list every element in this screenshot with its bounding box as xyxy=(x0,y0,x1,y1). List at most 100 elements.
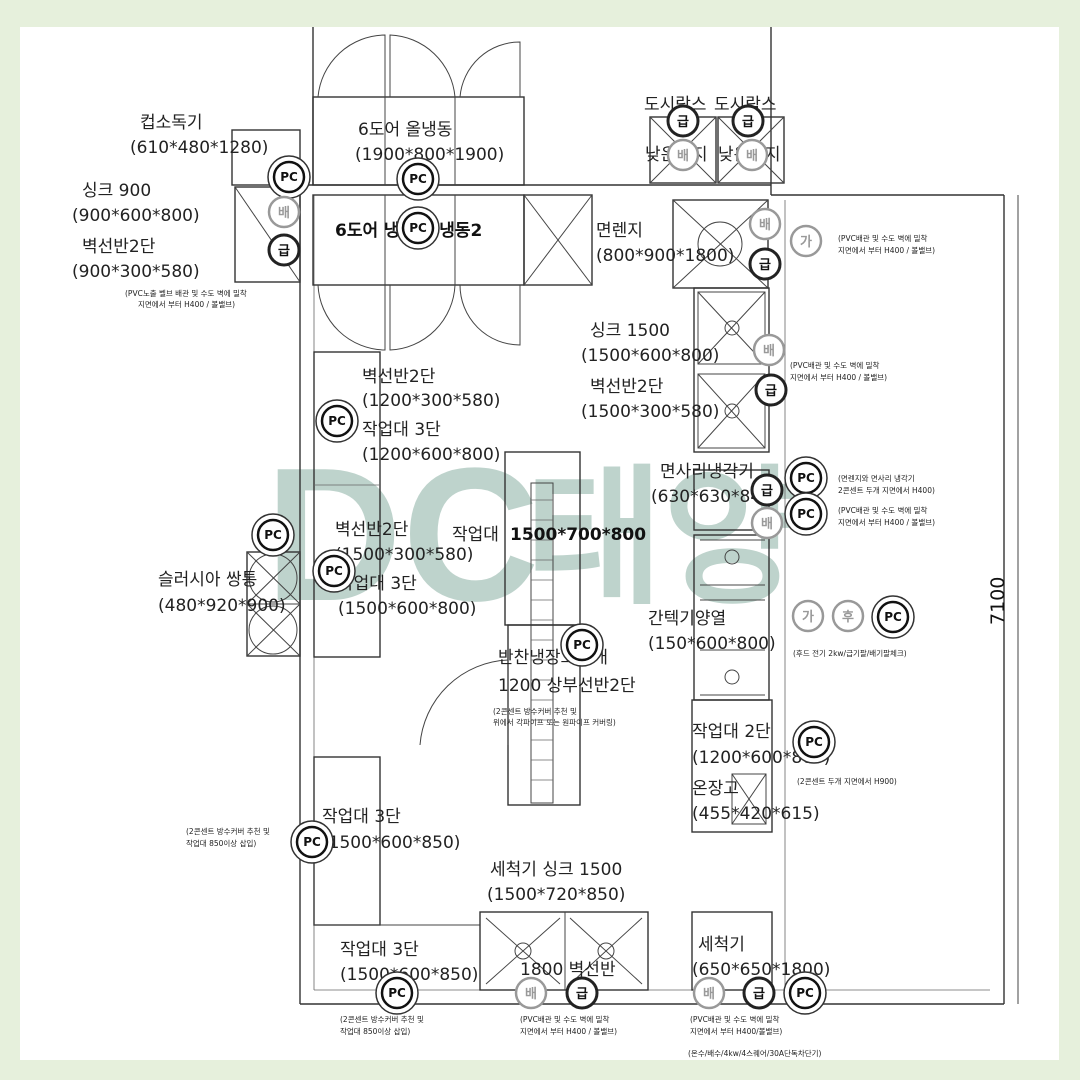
pc-outlet-badge: PC xyxy=(315,399,359,443)
shelf1500r-size: (1500*300*580) xyxy=(581,402,719,422)
note-5a: (PVC배관 및 수도 벽에 밀착 xyxy=(838,505,928,515)
svg-text:PC: PC xyxy=(409,172,427,186)
note-8: (2콘센트 두개 지면에서 H900) xyxy=(797,776,897,786)
notes-bottom: (2콘센트 방수커버 추천 및 작업대 850이상 삽입) (2콘센트 방수커버… xyxy=(186,826,822,1058)
warmer-name: 온장고 xyxy=(692,779,739,799)
warmer-size: (455*420*615) xyxy=(692,804,820,824)
slush-size: (480*920*900) xyxy=(158,596,286,616)
svg-text:PC: PC xyxy=(796,986,814,1000)
worktable1200-name: 작업대 3단 xyxy=(362,420,441,440)
shelf1800-name: 1800 벽선반 xyxy=(520,960,616,980)
slush-machine: 슬러시아 쌍통 (480*920*900) xyxy=(158,551,301,657)
svg-text:배: 배 xyxy=(746,148,758,164)
pc-outlet-badges: PC PC PC PC PC PC PC PC PC PC PC PC PC P… xyxy=(251,155,915,1015)
worktable850b-size: (1500*600*850) xyxy=(340,965,478,985)
shelf1500r-name: 벽선반2단 xyxy=(590,377,664,397)
gas-badge: 가 xyxy=(791,599,825,633)
svg-text:배: 배 xyxy=(761,516,773,532)
drain-badge: 배 xyxy=(514,976,548,1010)
shelf1500l-name: 벽선반2단 xyxy=(335,520,409,540)
svg-text:PC: PC xyxy=(573,638,591,652)
note-13: (온수/배수/4kw/4스퀘어/30A단독차단기) xyxy=(688,1048,822,1058)
supply-badge: 급 xyxy=(267,233,301,267)
fridge-top-size: (1900*800*1900) xyxy=(355,145,504,165)
drain-badge: 배 xyxy=(750,506,784,540)
dimension-label: 7100 xyxy=(987,577,1009,625)
svg-text:PC: PC xyxy=(797,471,815,485)
svg-text:배: 배 xyxy=(763,343,775,359)
svg-text:배: 배 xyxy=(677,148,689,164)
supply-badge: 급 xyxy=(754,373,788,407)
worktable850a-name: 작업대 3단 xyxy=(322,807,401,827)
center-table-size: 1500*700*800 xyxy=(510,525,646,545)
note-11a: (PVC배관 및 수도 벽에 밀착 xyxy=(520,1014,610,1024)
dishwasher-name: 세척기 xyxy=(698,935,745,955)
griddle-size: (150*600*800) xyxy=(648,634,776,654)
drain-badges: 배 배 배 배 배 배 배 배 xyxy=(267,138,786,1010)
right-column: 면렌지 (800*900*1800) 싱크 1500 (1500*600*800… xyxy=(581,199,830,991)
gas-badge: 가 xyxy=(789,224,823,258)
note-10a: (2콘센트 방수커버 추천 및 xyxy=(340,1014,424,1024)
shelf1200-size: (1200*300*580) xyxy=(362,391,500,411)
note-7a: (2콘센트 방수커버 추천 및 xyxy=(493,706,577,716)
svg-text:PC: PC xyxy=(325,564,343,578)
note-9a: (2콘센트 방수커버 추천 및 xyxy=(186,826,270,836)
left-equipment: 컵소독기 (610*480*1280) 싱크 900 (900*600*800)… xyxy=(72,113,301,309)
note-5b: 지면에서 부터 H400 / 볼밸브) xyxy=(838,517,935,527)
svg-text:급: 급 xyxy=(742,115,754,130)
svg-text:배: 배 xyxy=(703,986,715,1002)
dish-sink: 세척기 싱크 1500 (1500*720*850) 1800 벽선반 xyxy=(479,860,649,991)
noodle-range-name: 면렌지 xyxy=(596,221,643,241)
note-12b: 지면에서 부터 H400/볼밸브) xyxy=(690,1026,782,1036)
svg-text:배: 배 xyxy=(759,217,771,233)
note-1a: (PVC노출 벨브 배관 및 수도 벽에 밀착 xyxy=(125,288,247,298)
svg-text:DC: DC xyxy=(265,429,539,641)
note-4a: (면렌지와 면사리 냉각기 xyxy=(838,473,915,483)
griddle-name: 간텍기양열 xyxy=(648,609,726,629)
pc-outlet-badge: PC xyxy=(783,971,827,1015)
drain-badge: 배 xyxy=(752,333,786,367)
cup-sterilizer-size: (610*480*1280) xyxy=(130,138,268,158)
cup-sterilizer-name: 컵소독기 xyxy=(140,113,203,133)
drain-badge: 배 xyxy=(735,138,769,172)
hood-badge: 후 xyxy=(831,599,865,633)
worktable2-name: 작업대 2단 xyxy=(692,722,771,742)
sink900-name: 싱크 900 xyxy=(82,181,151,201)
pc-outlet-badge: PC xyxy=(396,206,440,250)
svg-text:후: 후 xyxy=(842,609,854,625)
svg-text:가: 가 xyxy=(802,610,814,625)
svg-text:급: 급 xyxy=(753,987,765,1002)
note-9b: 작업대 850이상 삽입) xyxy=(186,838,256,848)
supply-badge: 급 xyxy=(750,473,784,507)
note-2a: (PVC배관 및 수도 벽에 밀착 xyxy=(838,233,928,243)
dish-sink-name: 세척기 싱크 1500 xyxy=(490,860,622,880)
shelf900-name: 벽선반2단 xyxy=(82,237,156,257)
shelf900-size: (900*300*580) xyxy=(72,262,200,282)
svg-text:급: 급 xyxy=(765,384,777,399)
slush-name: 슬러시아 쌍통 xyxy=(158,570,257,590)
shelf1500l-size: (1500*300*580) xyxy=(335,545,473,565)
svg-text:PC: PC xyxy=(797,507,815,521)
note-3b: 지면에서 부터 H400 / 볼밸브) xyxy=(790,372,887,382)
notes-right: (PVC배관 및 수도 벽에 밀착 지면에서 부터 H400 / 볼밸브) (P… xyxy=(790,233,935,786)
note-6: (후드 전기 2kw/급기팔/배기팔체크) xyxy=(793,648,907,658)
pc-outlet-badge: PC xyxy=(784,492,828,536)
svg-text:PC: PC xyxy=(264,528,282,542)
pc-outlet-badge: PC xyxy=(792,720,836,764)
note-7b: 위에서 각파이프 또는 원파이프 커버링) xyxy=(493,717,616,727)
svg-text:배: 배 xyxy=(278,205,290,221)
note-10b: 작업대 850이상 삽입) xyxy=(340,1026,410,1036)
pc-outlet-badge: PC xyxy=(871,595,915,639)
dish-sink-size: (1500*720*850) xyxy=(487,885,625,905)
watermark: DC 태양 xyxy=(265,429,801,641)
worktable1500l-size: (1500*600*800) xyxy=(338,599,476,619)
supply-badge: 급 xyxy=(748,247,782,281)
noodle-cooler-name: 면사리냉각기 xyxy=(660,462,754,482)
note-12a: (PVC배관 및 수도 벽에 밀착 xyxy=(690,1014,780,1024)
note-2b: 지면에서 부터 H400 / 볼밸브) xyxy=(838,245,935,255)
svg-text:급: 급 xyxy=(576,987,588,1002)
side-fridge-line2: 1200 상부선반2단 xyxy=(498,676,636,696)
pc-outlet-badge: PC xyxy=(396,157,440,201)
drain-badge: 배 xyxy=(692,976,726,1010)
